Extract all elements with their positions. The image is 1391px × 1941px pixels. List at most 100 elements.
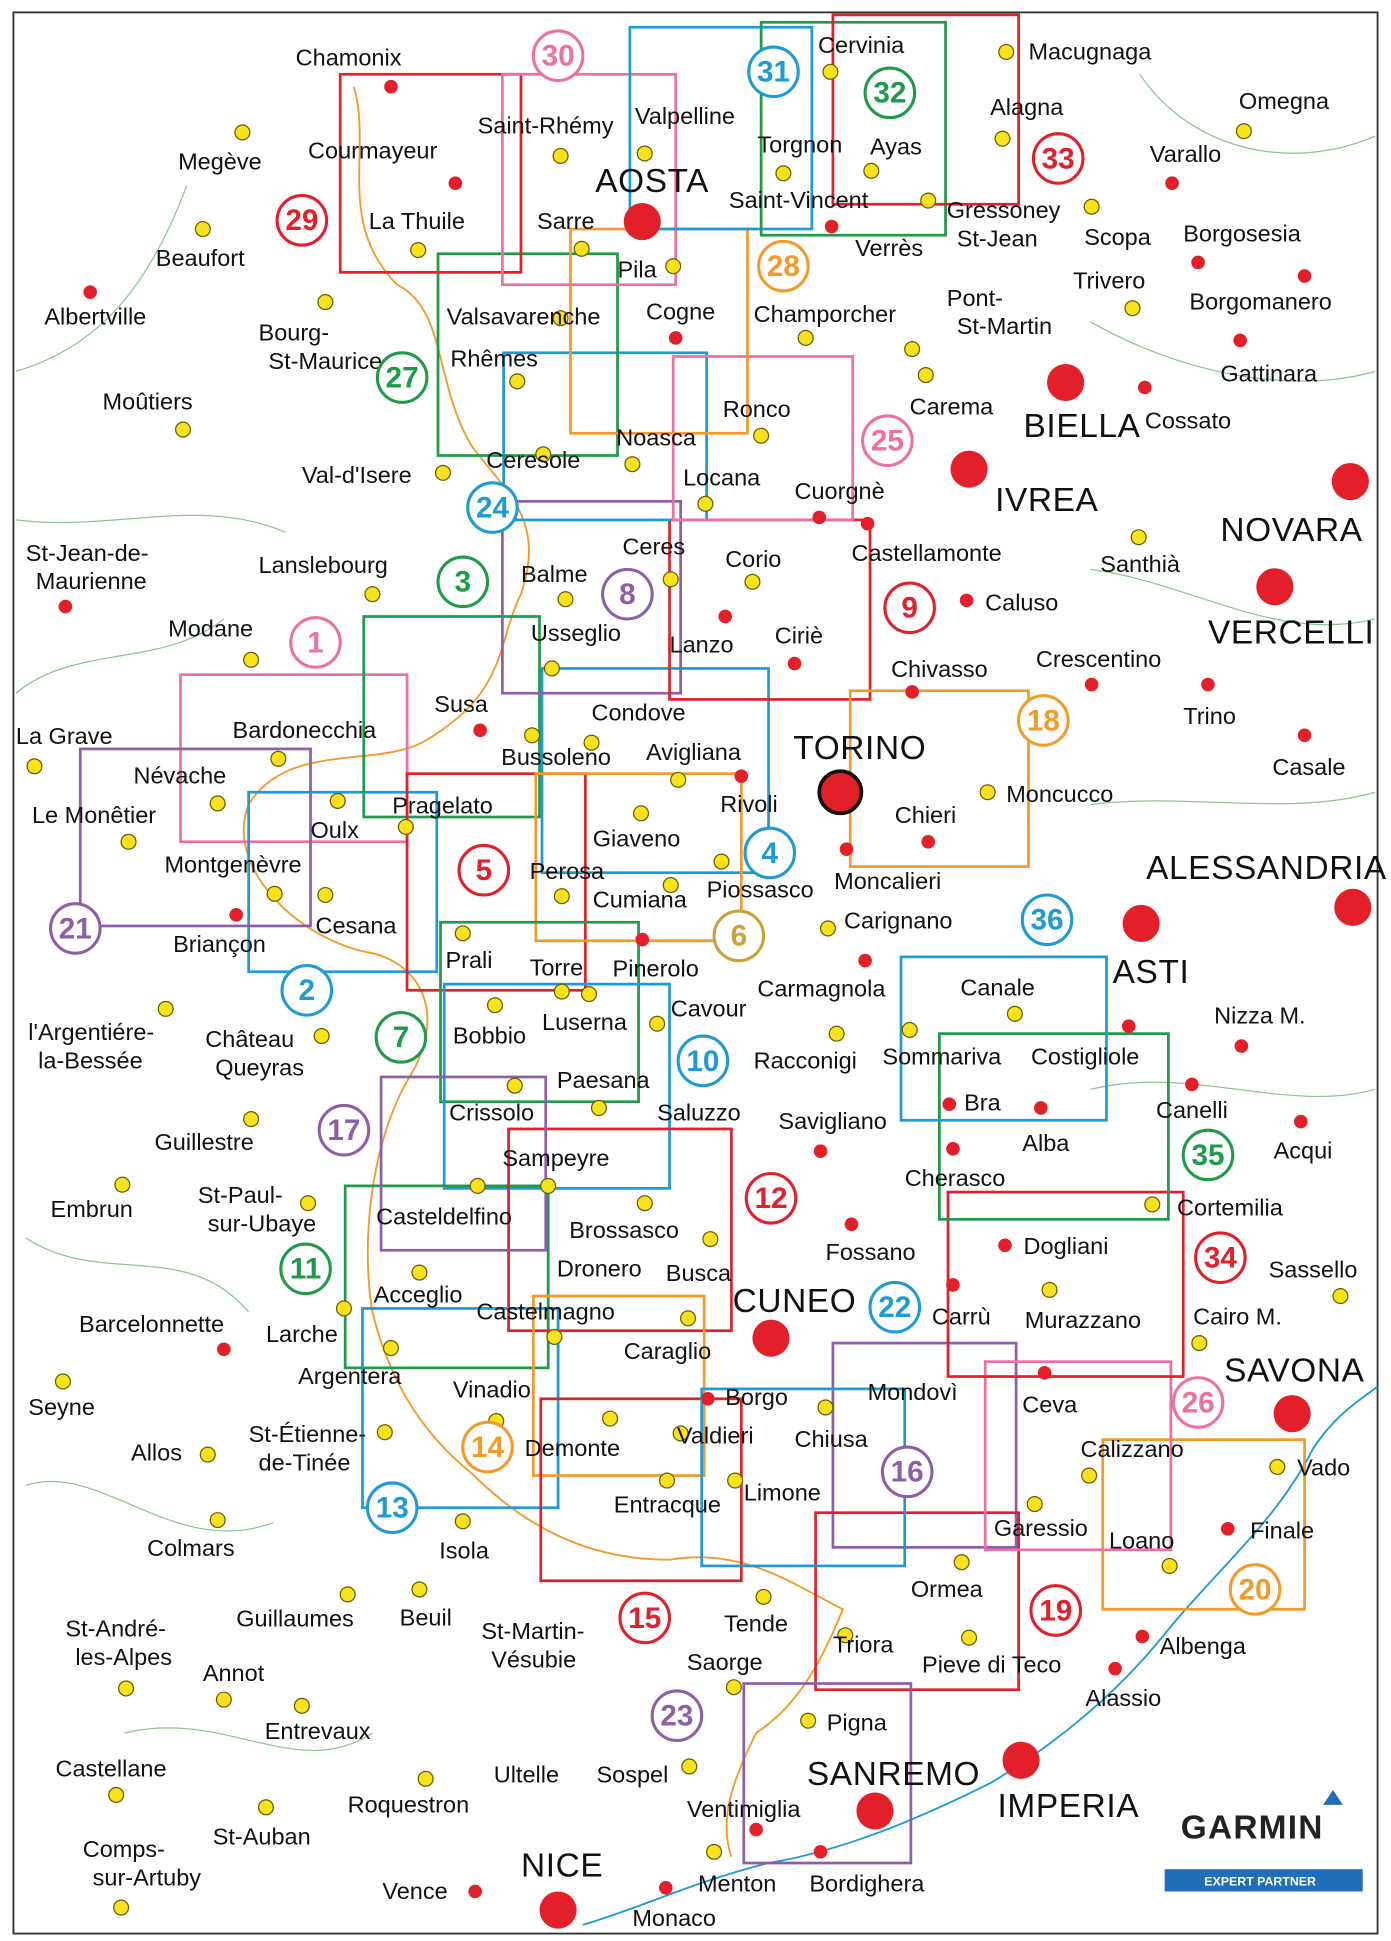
map-sheet-outline-2[interactable] bbox=[247, 790, 439, 974]
map-sheet-outline-11[interactable] bbox=[343, 1184, 550, 1370]
place-label-line: ALESSANDRIA bbox=[1146, 850, 1387, 887]
map-sheet-number: 22 bbox=[878, 1291, 911, 1324]
map-sheet-badge-11[interactable] bbox=[279, 1242, 332, 1296]
town-marker-santhi bbox=[1130, 529, 1147, 546]
map-sheet-badge-29[interactable] bbox=[275, 194, 329, 247]
map-sheet-badge-9[interactable] bbox=[883, 581, 936, 635]
map-sheet-outline-19[interactable] bbox=[814, 1511, 1020, 1692]
map-sheet-outline-3[interactable] bbox=[362, 615, 541, 819]
map-sheet-badge-12[interactable] bbox=[744, 1171, 798, 1225]
map-sheet-outline-1[interactable] bbox=[179, 673, 409, 844]
map-sheet-badge-17[interactable] bbox=[317, 1103, 371, 1157]
map-sheet-outline-16[interactable] bbox=[831, 1341, 1018, 1549]
map-sheet-outline-5[interactable] bbox=[405, 772, 587, 992]
map-sheet-outline-13[interactable] bbox=[361, 1307, 560, 1510]
map-sheet-badge-15[interactable] bbox=[618, 1591, 672, 1645]
place-label-line: Ayas bbox=[870, 134, 922, 160]
map-sheet-badge-14[interactable] bbox=[461, 1420, 514, 1474]
town-marker-sommariva bbox=[901, 1021, 918, 1038]
place-label-alba: Alba bbox=[1022, 1130, 1070, 1156]
map-sheet-badge-19[interactable] bbox=[1029, 1584, 1083, 1637]
map-sheet-outline-4[interactable] bbox=[540, 667, 770, 875]
map-sheet-badge-26[interactable] bbox=[1171, 1376, 1225, 1429]
map-sheet-outline-27[interactable] bbox=[436, 252, 619, 457]
town-marker-ch-teau-queyras bbox=[313, 1028, 330, 1045]
map-sheet-badge-21[interactable] bbox=[49, 902, 102, 955]
map-sheet-outline-30[interactable] bbox=[501, 72, 678, 287]
map-sheet-badge-8[interactable] bbox=[601, 567, 654, 621]
map-sheet-outline-15[interactable] bbox=[539, 1397, 743, 1583]
map-sheet-badge-33[interactable] bbox=[1031, 132, 1085, 185]
town-marker-modane bbox=[243, 651, 260, 668]
city-marker-biella bbox=[1047, 363, 1085, 402]
town-marker-pieve-di-teco bbox=[961, 1629, 978, 1646]
map-sheet-badge-22[interactable] bbox=[868, 1280, 922, 1334]
place-label-cuneo: CUNEO bbox=[733, 1283, 857, 1320]
place-label-line: Vésubie bbox=[491, 1646, 576, 1672]
map-sheet-outline-8[interactable] bbox=[501, 499, 683, 695]
place-label-line: Cavour bbox=[671, 995, 747, 1021]
map-sheet-outline-12[interactable] bbox=[507, 1127, 733, 1333]
map-sheet-outline-36[interactable] bbox=[899, 955, 1108, 1122]
map-sheet-badge-10[interactable] bbox=[676, 1034, 730, 1088]
map-sheet-badge-27[interactable] bbox=[375, 351, 429, 404]
map-sheet-outline-35[interactable] bbox=[938, 1032, 1170, 1221]
place-label-line: Luserna bbox=[542, 1009, 628, 1035]
map-sheet-badge-24[interactable] bbox=[466, 481, 519, 534]
map-sheet-badge-2[interactable] bbox=[280, 964, 334, 1017]
map-sheet-badge-7[interactable] bbox=[374, 1011, 428, 1064]
map-sheet-outline-26[interactable] bbox=[983, 1360, 1173, 1552]
map-sheet-badge-36[interactable] bbox=[1020, 893, 1074, 947]
place-label-line: Macugnaga bbox=[1028, 38, 1152, 64]
map-sheet-outline-10[interactable] bbox=[442, 982, 671, 1190]
map-sheet-outline-25[interactable] bbox=[671, 355, 855, 522]
map-sheet-badge-18[interactable] bbox=[1017, 694, 1070, 747]
place-label-isola: Isola bbox=[439, 1537, 490, 1563]
place-label-val-d-isere: Val-d'Isere bbox=[302, 462, 412, 488]
map-sheet-badge-25[interactable] bbox=[861, 414, 914, 467]
map-sheet-badge-32[interactable] bbox=[863, 66, 917, 120]
map-sheet-outline-21[interactable] bbox=[78, 747, 312, 928]
map-sheet-badge-1[interactable] bbox=[289, 616, 342, 669]
map-sheet-badge-16[interactable] bbox=[880, 1445, 934, 1499]
map-sheet-outline-14[interactable] bbox=[531, 1294, 706, 1477]
place-label-line: Torre bbox=[530, 954, 584, 980]
map-sheet-outline-7[interactable] bbox=[439, 920, 640, 1104]
map-sheet-badge-13[interactable] bbox=[365, 1481, 419, 1535]
map-sheet-badge-6[interactable] bbox=[712, 909, 766, 963]
map-sheet-outline-32[interactable] bbox=[759, 20, 947, 237]
map-sheet-outline-24[interactable] bbox=[502, 351, 709, 522]
city-marker-borgomanero bbox=[1297, 269, 1312, 283]
place-label-alassio: Alassio bbox=[1085, 1685, 1161, 1711]
place-label-line: Bussoleno bbox=[501, 744, 611, 770]
place-label-line: Sommariva bbox=[882, 1044, 1002, 1070]
place-label-line: Chiusa bbox=[795, 1426, 869, 1452]
map-sheet-badge-30[interactable] bbox=[531, 29, 585, 83]
map-sheet-outline-20[interactable] bbox=[1101, 1438, 1306, 1611]
map-sheet-badge-3[interactable] bbox=[436, 555, 490, 609]
town-marker-cervinia bbox=[822, 63, 839, 80]
place-label-line: Corio bbox=[725, 546, 781, 572]
map-sheet-number: 6 bbox=[731, 920, 748, 953]
city-marker-cuorgn bbox=[812, 510, 827, 525]
map-sheet-badge-34[interactable] bbox=[1194, 1231, 1247, 1284]
map-sheet-outline-17[interactable] bbox=[379, 1075, 548, 1252]
map-sheet-number: 23 bbox=[660, 1700, 693, 1733]
map-sheet-badge-35[interactable] bbox=[1181, 1128, 1235, 1182]
map-sheet-outline-29[interactable] bbox=[338, 72, 523, 274]
map-sheet-badge-4[interactable] bbox=[743, 826, 797, 880]
map-sheet-badge-20[interactable] bbox=[1228, 1563, 1282, 1616]
place-label-moncucco: Moncucco bbox=[1006, 781, 1113, 807]
place-label-pieve-di-teco: Pieve di Teco bbox=[922, 1651, 1061, 1677]
town-marker-carignano bbox=[819, 920, 836, 937]
map-sheet-badge-28[interactable] bbox=[757, 239, 810, 293]
place-label-line: Bardonecchia bbox=[233, 717, 378, 743]
map-sheet-badge-23[interactable] bbox=[650, 1689, 704, 1743]
map-sheet-badge-5[interactable] bbox=[457, 843, 511, 897]
map-sheet-outline-23[interactable] bbox=[742, 1682, 913, 1865]
place-label-piossasco: Piossasco bbox=[707, 876, 814, 902]
town-marker-cesana bbox=[317, 886, 334, 904]
map-sheet-outline-31[interactable] bbox=[628, 25, 814, 231]
map-sheet-badge-31[interactable] bbox=[747, 45, 800, 99]
map-frame bbox=[12, 11, 1379, 1935]
